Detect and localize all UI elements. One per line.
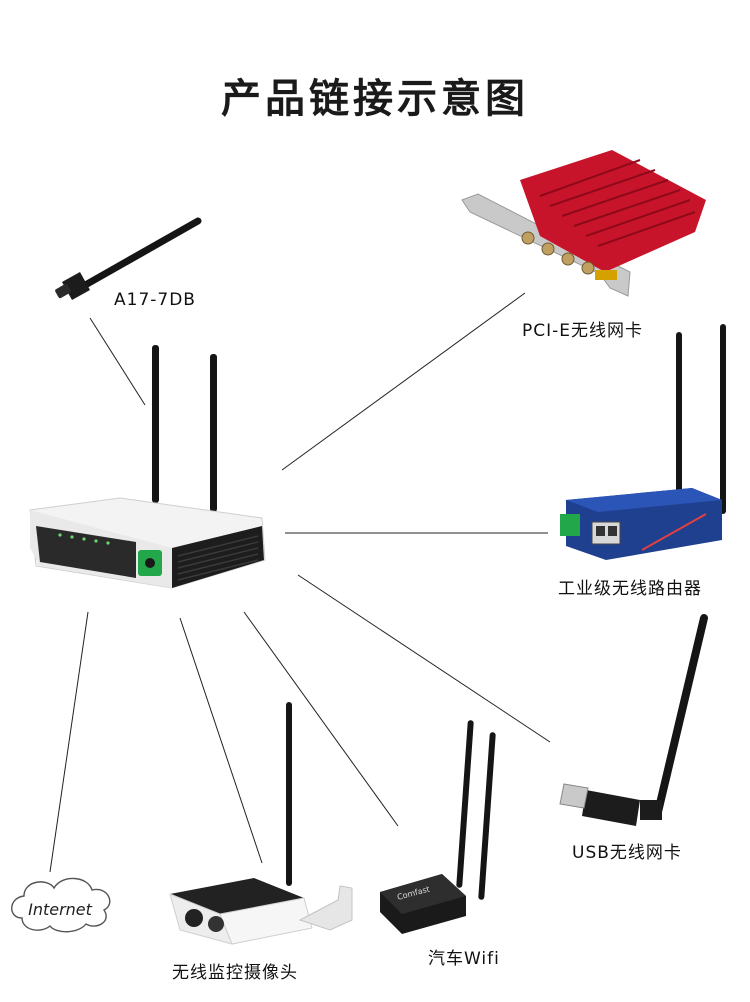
line-pcie (281, 292, 526, 471)
internet-label: Internet (28, 900, 93, 919)
label-pcie: PCI-E无线网卡 (522, 321, 644, 341)
line-car (243, 611, 399, 827)
car-wifi-device: Comfast (380, 720, 496, 934)
pcie-card-device (461, 150, 706, 297)
label-usb-adapter: USB无线网卡 (572, 843, 682, 863)
antenna-device (55, 217, 202, 300)
usb-adapter-device (559, 614, 708, 826)
camera-device (169, 702, 353, 945)
line-usb (297, 574, 551, 743)
main-router-device (29, 345, 266, 589)
internet-cloud-icon: Internet (11, 877, 111, 933)
label-car-wifi: 汽车Wifi (428, 949, 500, 969)
line-camera (179, 617, 263, 864)
page-title: 产品链接示意图 (221, 76, 529, 122)
label-antenna: A17-7DB (114, 290, 196, 310)
line-internet (49, 611, 89, 873)
industrial-router-device (560, 324, 726, 560)
connector-lines (49, 292, 551, 873)
label-camera: 无线监控摄像头 (172, 963, 298, 983)
label-industrial-router: 工业级无线路由器 (558, 579, 702, 599)
line-antenna (89, 317, 146, 406)
